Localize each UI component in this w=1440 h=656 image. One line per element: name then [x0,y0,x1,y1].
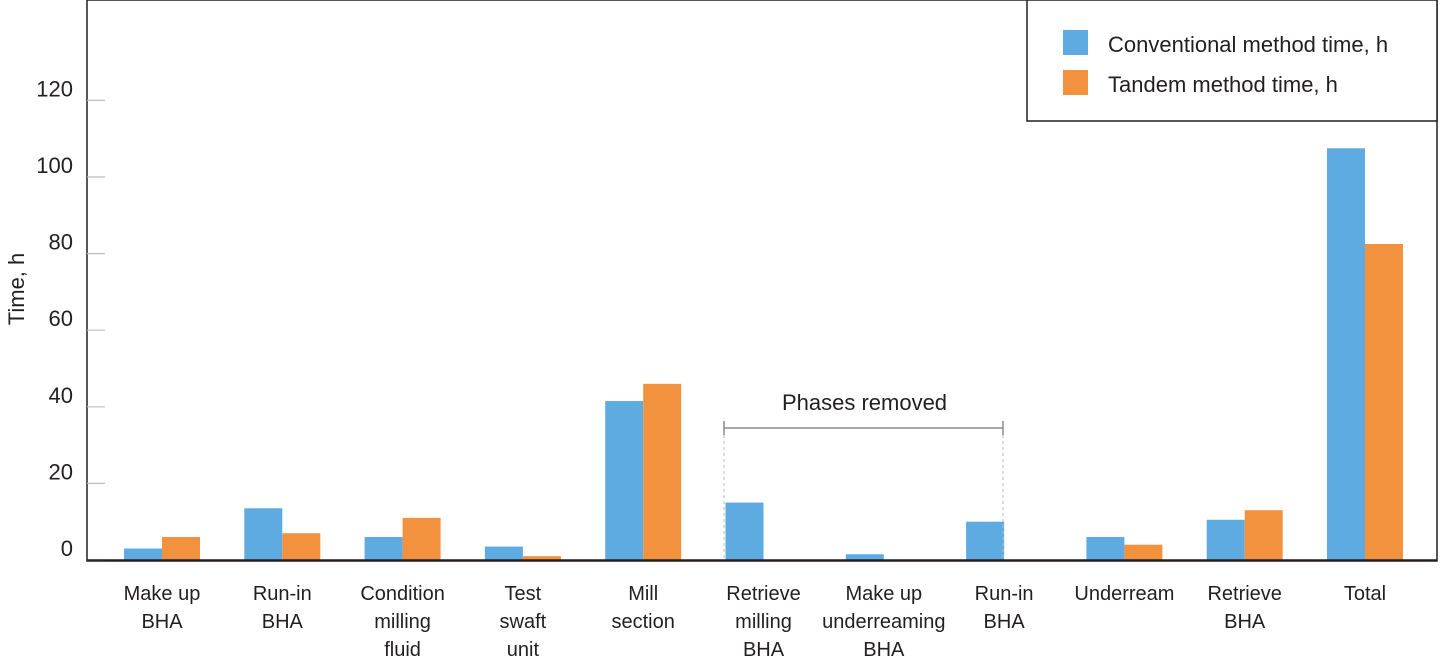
bar-tandem [1244,510,1283,560]
bar-conventional [845,554,884,560]
category-label: Retrieve [1207,583,1281,605]
category-label: BHA [984,611,1026,633]
category-label: BHA [1224,611,1266,633]
phases-removed-annotation: Phases removed [723,390,1004,560]
y-tick-label: 60 [49,306,73,331]
category-label: swaft [500,611,547,633]
y-tick-label: 0 [61,536,73,561]
category-label: BHA [141,611,183,633]
bars [124,148,1403,560]
category-label: milling [374,611,431,633]
category-label: milling [735,611,792,633]
category-label: Test [505,583,542,605]
bar-conventional [1327,148,1365,560]
bar-tandem [402,517,441,560]
category-label: Run-in [975,583,1034,605]
annotation-text: Phases removed [782,390,947,415]
category-label: Mill [628,583,658,605]
category-label: Condition [360,583,445,605]
bar-tandem [1124,544,1163,560]
category-label: BHA [863,639,905,656]
y-tick-label: 80 [49,230,73,255]
legend-swatch [1063,70,1088,95]
category-label: BHA [262,611,304,633]
legend-box [1026,0,1438,122]
category-label: BHA [743,639,785,656]
plot-frame [86,0,1438,562]
legend-label: Tandem method time, h [1108,72,1338,97]
bar-tandem [282,533,321,560]
legend-swatch [1063,30,1088,55]
y-axis-label: Time, h [4,253,29,326]
legend: Conventional method time, h Tandem method… [1026,0,1438,122]
category-label: Retrieve [726,583,800,605]
y-axis: 0 20 40 60 80 100 120 [36,76,105,561]
bar-conventional [1086,537,1125,560]
bar-conventional [484,546,523,560]
category-label: section [612,611,675,633]
category-label: Make up [124,583,201,605]
bar-tandem [162,537,200,560]
legend-label: Conventional method time, h [1108,32,1388,57]
bar-conventional [725,502,764,560]
y-tick-label: 40 [49,383,73,408]
y-tick-label: 120 [36,76,73,101]
y-tick-label: 20 [49,459,73,484]
category-label: fluid [384,639,421,656]
bar-conventional [966,521,1005,560]
bar-conventional [605,401,644,560]
category-label: Run-in [253,583,312,605]
category-label: Total [1344,583,1386,605]
bar-conventional [244,508,283,560]
bar-conventional [124,548,162,560]
category-label: Underream [1074,583,1174,605]
bar-conventional [1206,519,1245,560]
category-label: Make up [845,583,922,605]
bar-conventional [364,537,403,560]
bar-tandem [643,383,682,560]
category-label: underreaming [822,611,945,633]
category-label: unit [507,639,540,656]
bar-tandem [1365,244,1403,560]
y-tick-label: 100 [36,153,73,178]
bar-tandem [522,556,561,560]
